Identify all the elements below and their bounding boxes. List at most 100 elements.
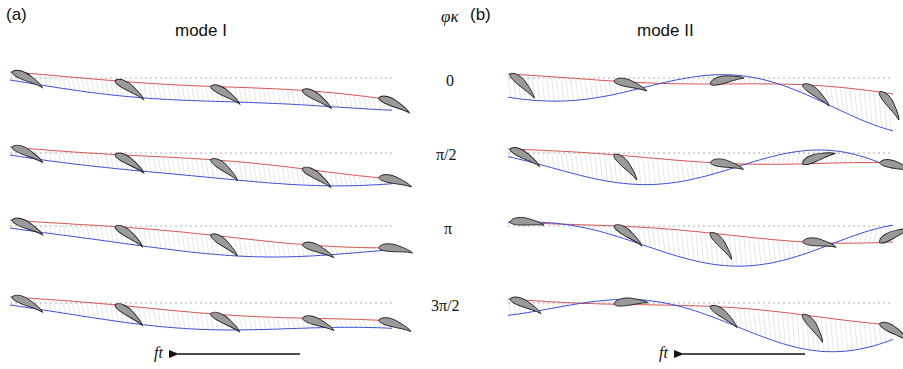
hatching [373, 320, 376, 328]
hatching [739, 308, 742, 327]
airfoil [509, 145, 543, 167]
hatching [182, 85, 185, 100]
hatching [153, 229, 156, 247]
blue-curve [10, 305, 392, 330]
hatching [191, 158, 194, 175]
airfoil [11, 143, 45, 163]
hatching [869, 323, 872, 347]
hatching [368, 97, 371, 109]
hatching [287, 318, 290, 329]
hatching [830, 318, 833, 351]
hatching [187, 233, 190, 252]
blue-curve [10, 80, 392, 110]
hatching [43, 222, 46, 232]
airfoil [612, 222, 645, 246]
hatching [110, 304, 113, 320]
hatching [696, 306, 699, 311]
hatching [206, 86, 209, 101]
hatching [144, 156, 147, 171]
hatching [556, 77, 559, 101]
hatching [344, 247, 347, 254]
hatching [373, 97, 376, 109]
panel-title: mode I [175, 22, 227, 39]
airfoil [710, 158, 745, 170]
hatching [696, 232, 699, 261]
hatching [855, 321, 858, 350]
phase-label: π/2 [436, 147, 457, 163]
hatching [797, 152, 800, 164]
hatching [672, 160, 675, 183]
hatching [349, 247, 352, 253]
hatching [273, 317, 276, 329]
hatching [268, 241, 271, 257]
hatching [292, 244, 295, 257]
hatching [368, 177, 371, 185]
hatching [797, 314, 800, 347]
hatching [249, 239, 252, 256]
hatching [297, 90, 300, 105]
hatching [859, 234, 862, 243]
hatching [277, 166, 280, 184]
airfoil [301, 240, 336, 258]
hatching [172, 310, 175, 327]
hatching [249, 316, 252, 330]
hatching [840, 152, 843, 163]
hatching [339, 94, 342, 108]
hatching [277, 89, 280, 104]
hatching [859, 322, 862, 349]
hatching [758, 310, 761, 335]
hatching [177, 311, 180, 328]
hatching [191, 86, 194, 101]
hatching [778, 155, 781, 164]
airfoil [209, 156, 242, 181]
hatching [148, 229, 151, 247]
hatching [575, 78, 578, 100]
hatching [734, 236, 737, 267]
hatching [547, 76, 550, 101]
hatching [258, 88, 261, 103]
hatching [696, 162, 699, 179]
hatching [254, 317, 257, 330]
airfoil [378, 94, 412, 113]
hatching [287, 243, 290, 257]
hatching [349, 175, 352, 186]
hatching [196, 86, 199, 101]
hatching [72, 152, 75, 164]
hatching [830, 86, 833, 105]
hatching [268, 88, 271, 103]
hatching [58, 151, 61, 162]
hatching [648, 228, 651, 247]
hatching [359, 176, 362, 186]
hatching [508, 299, 511, 315]
airfoil [877, 222, 903, 245]
hatching [359, 247, 362, 252]
hatching [53, 300, 56, 312]
hatching [335, 173, 338, 186]
airfoil [800, 311, 828, 342]
hatching [177, 232, 180, 251]
hatching [850, 88, 853, 114]
hatching [609, 300, 612, 304]
hatching [850, 237, 853, 243]
hatching [86, 153, 89, 166]
hatching [106, 304, 109, 320]
hatching [662, 229, 665, 252]
hatching [792, 313, 795, 346]
hatching [67, 77, 70, 89]
hatching [349, 319, 352, 327]
hatching [244, 88, 247, 103]
red-curve [508, 299, 893, 325]
hatching [43, 150, 46, 160]
hatching [273, 242, 276, 257]
airfoil [508, 70, 539, 98]
hatching [339, 247, 342, 254]
hatching [201, 86, 204, 101]
hatching [874, 323, 877, 345]
hatching [657, 228, 660, 249]
hatching [96, 225, 99, 239]
airfoil [612, 151, 642, 180]
time-label: ft [154, 345, 163, 361]
hatching [96, 79, 99, 93]
hatching [53, 75, 56, 87]
hatching [101, 154, 104, 167]
